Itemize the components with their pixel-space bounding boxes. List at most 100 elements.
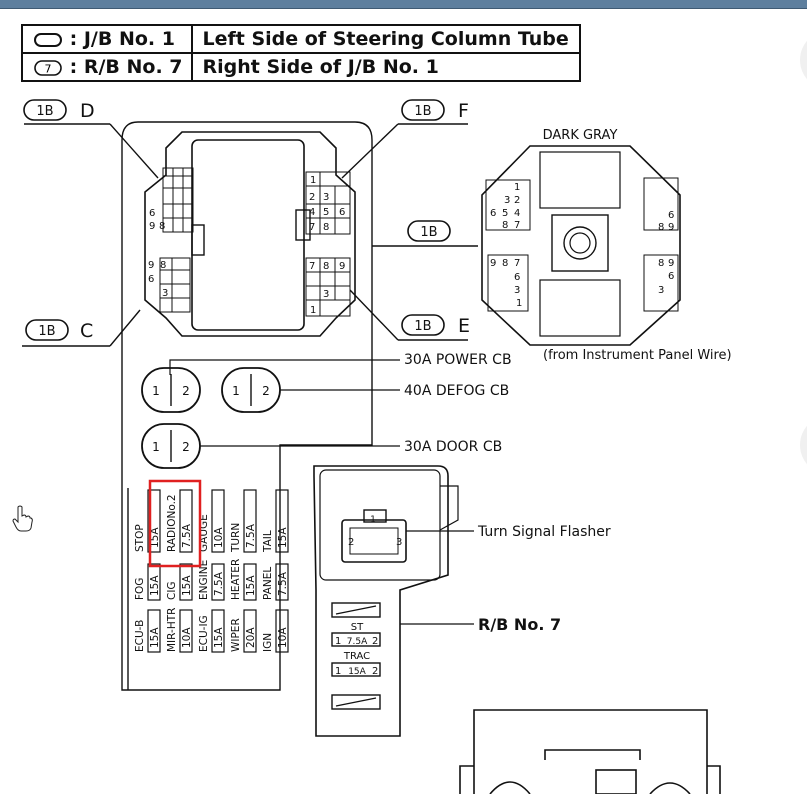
connector-pin-grid-d: 6 9 8 bbox=[149, 167, 194, 233]
fuse-amp-label: 7.5A bbox=[277, 571, 289, 596]
fuse-name-label: ECU-IG bbox=[198, 615, 210, 652]
legend-location: Right Side of J/B No. 1 bbox=[190, 52, 581, 82]
svg-text:ST: ST bbox=[351, 622, 364, 633]
svg-text:6: 6 bbox=[490, 208, 496, 219]
fuse-name-label: MIR-HTR bbox=[166, 608, 178, 652]
svg-text:7: 7 bbox=[309, 261, 315, 272]
svg-text:6: 6 bbox=[668, 271, 674, 282]
fuse-amp-label: 15A bbox=[277, 527, 289, 548]
connector-label-mid: 1B bbox=[372, 220, 478, 247]
junction-block-outline bbox=[121, 121, 373, 691]
svg-text:1: 1 bbox=[335, 666, 341, 677]
svg-text:8: 8 bbox=[502, 220, 508, 231]
fuse-name-label: ECU-B bbox=[134, 620, 146, 652]
svg-text:1B: 1B bbox=[38, 324, 55, 339]
svg-text:1: 1 bbox=[232, 384, 240, 398]
fuse-amp-label: 15A bbox=[245, 575, 257, 596]
fuse-amp-label: 7.5A bbox=[213, 571, 225, 596]
svg-text:1: 1 bbox=[152, 384, 160, 398]
fuse-name-label: ENGINE bbox=[198, 560, 210, 600]
from-instrument-panel-wire-label: (from Instrument Panel Wire) bbox=[543, 348, 732, 363]
svg-text:9: 9 bbox=[668, 258, 674, 269]
fuse-name-label: WIPER bbox=[230, 618, 242, 652]
svg-text:C: C bbox=[80, 320, 93, 342]
svg-text:F: F bbox=[458, 100, 469, 122]
fuse-amp-label: 15A bbox=[149, 575, 161, 596]
svg-text:9: 9 bbox=[668, 222, 674, 233]
rb-no7-label: R/B No. 7 bbox=[478, 615, 561, 634]
svg-text:15A: 15A bbox=[348, 667, 366, 677]
highlight-box bbox=[148, 479, 202, 568]
legend-row-jb1: : J/B No. 1 Left Side of Steering Column… bbox=[21, 24, 581, 54]
turn-signal-flasher-label: Turn Signal Flasher bbox=[477, 524, 611, 540]
fuse-amp-label: 7.5A bbox=[245, 523, 257, 548]
symbol-number: 7 bbox=[45, 62, 52, 75]
fuse-name-label: FOG bbox=[134, 578, 146, 600]
svg-text:1: 1 bbox=[516, 298, 522, 309]
svg-text:3: 3 bbox=[162, 288, 168, 299]
svg-text:3: 3 bbox=[323, 289, 329, 300]
svg-text:3: 3 bbox=[504, 195, 510, 206]
fuse-name-label: HEATER bbox=[230, 559, 242, 600]
svg-text:2: 2 bbox=[514, 195, 520, 206]
fuse-amp-label: 15A bbox=[213, 627, 225, 648]
connector-pin-grid-f: 1 2 3 4 5 6 7 8 bbox=[305, 171, 351, 235]
relay-block-7: 1 2 3 Turn Signal Flasher ST 1 7.5A 2 TR… bbox=[313, 465, 611, 737]
svg-text:7.5A: 7.5A bbox=[347, 637, 368, 647]
svg-text:6: 6 bbox=[514, 272, 520, 283]
svg-text:6: 6 bbox=[148, 274, 154, 285]
next-block-partial bbox=[459, 709, 721, 794]
svg-text:2: 2 bbox=[348, 537, 354, 548]
svg-text:3: 3 bbox=[396, 537, 402, 548]
svg-text:6: 6 bbox=[668, 210, 674, 221]
svg-text:6: 6 bbox=[149, 208, 155, 219]
svg-text:1: 1 bbox=[335, 636, 341, 647]
legend-location: Left Side of Steering Column Tube bbox=[190, 24, 581, 54]
svg-text:8: 8 bbox=[658, 222, 664, 233]
location-legend-table: : J/B No. 1 Left Side of Steering Column… bbox=[21, 24, 581, 82]
svg-text:3: 3 bbox=[323, 192, 329, 203]
fuse-amp-label: 10A bbox=[213, 527, 225, 548]
svg-text:8: 8 bbox=[160, 260, 166, 271]
legend-row-rb7: 7 : R/B No. 7 Right Side of J/B No. 1 bbox=[21, 52, 581, 82]
hand-cursor-icon bbox=[12, 505, 33, 532]
svg-text:4: 4 bbox=[514, 208, 520, 219]
svg-text:2: 2 bbox=[262, 384, 270, 398]
circuit-breaker-power: 30A POWER CB bbox=[169, 352, 512, 375]
svg-text:8: 8 bbox=[323, 222, 329, 233]
svg-text:D: D bbox=[80, 100, 95, 122]
svg-text:7: 7 bbox=[309, 222, 315, 233]
connector-label-e: 1B E bbox=[349, 289, 470, 341]
dark-gray-connector: DARK GRAY 1 3 2 6 5 4 8 7 9 8 7 6 3 1 6 … bbox=[481, 128, 681, 346]
svg-text:5: 5 bbox=[323, 207, 329, 218]
svg-text:5: 5 bbox=[502, 208, 508, 219]
svg-text:1: 1 bbox=[310, 175, 316, 186]
svg-text:30A POWER CB: 30A POWER CB bbox=[404, 352, 512, 368]
circled-number-symbol-icon: 7 bbox=[34, 59, 62, 76]
svg-text:7: 7 bbox=[514, 258, 520, 269]
svg-text:TRAC: TRAC bbox=[343, 651, 370, 662]
fuse-name-label: CIG bbox=[166, 581, 178, 600]
fuse-amp-label: 15A bbox=[149, 527, 161, 548]
fuse-amp-label: 15A bbox=[181, 575, 193, 596]
svg-text:3: 3 bbox=[658, 285, 664, 296]
svg-text:9: 9 bbox=[490, 258, 496, 269]
svg-text:8: 8 bbox=[658, 258, 664, 269]
fuse-name-label: PANEL bbox=[262, 567, 274, 600]
svg-text:1B: 1B bbox=[36, 104, 53, 119]
connector-label-d: 1B D bbox=[23, 99, 159, 179]
svg-text:1B: 1B bbox=[420, 225, 437, 240]
svg-text:2: 2 bbox=[372, 666, 378, 677]
svg-text:7: 7 bbox=[514, 220, 520, 231]
